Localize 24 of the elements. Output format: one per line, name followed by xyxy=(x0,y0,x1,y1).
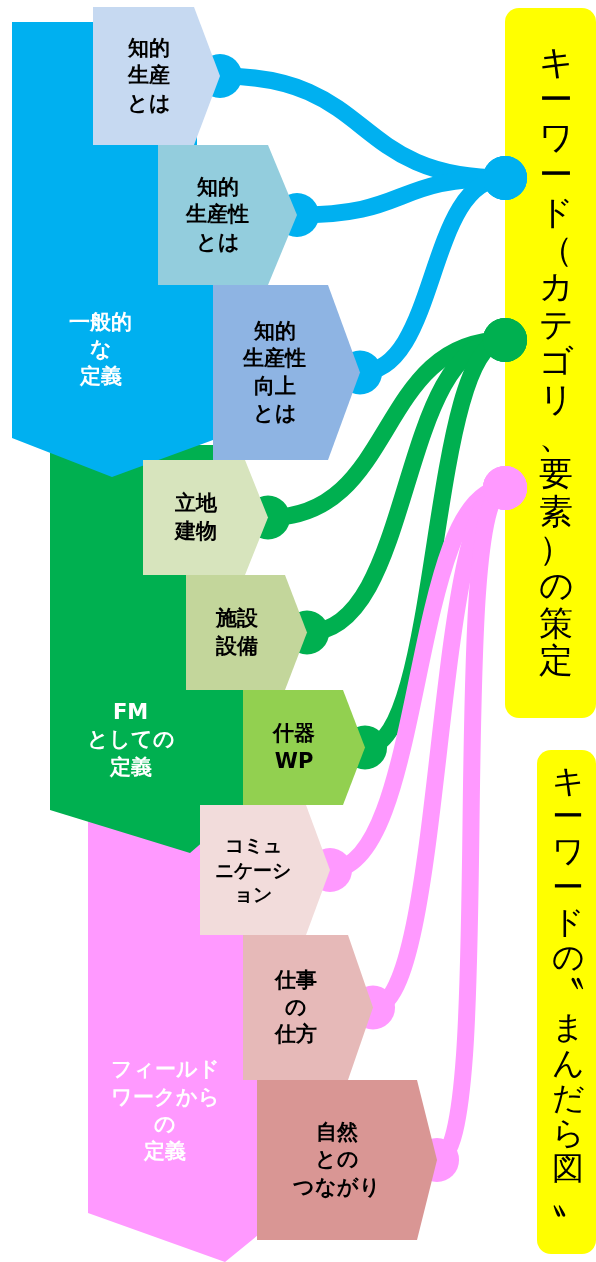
node-label: 施設設備 xyxy=(215,605,258,660)
vertical-text: キーワードの〝まんだら図〟 xyxy=(552,764,584,1222)
node-label: フィールドワークからの定義 xyxy=(110,1056,220,1166)
title-banner xyxy=(537,750,596,1254)
node-label: 仕事の仕方 xyxy=(275,966,317,1049)
node-label: FMとしての定義 xyxy=(86,699,175,781)
pentagon-box xyxy=(200,805,330,935)
pentagon-box xyxy=(243,935,373,1080)
node-label: 自然とのつながり xyxy=(293,1119,381,1201)
node-label: 知的生産性向上とは xyxy=(243,317,306,427)
pentagon-box xyxy=(243,690,365,805)
pentagon-box xyxy=(93,7,220,145)
node-label: 什器WP xyxy=(273,720,315,775)
pentagon-box xyxy=(143,460,268,575)
node-label: コミュニケーション xyxy=(215,832,291,908)
node-label: 立地建物 xyxy=(174,490,217,545)
title-banner xyxy=(505,8,596,718)
pentagon-box xyxy=(158,145,297,285)
node-label: 知的生産性とは xyxy=(186,174,249,256)
node-label: 知的生産とは xyxy=(126,35,171,117)
node-label: 一般的な定義 xyxy=(69,308,132,391)
pentagon-box xyxy=(257,1080,437,1240)
vertical-text: キーワード（カテゴリ、要素）の策定 xyxy=(539,44,573,680)
pentagon-box xyxy=(186,575,307,690)
